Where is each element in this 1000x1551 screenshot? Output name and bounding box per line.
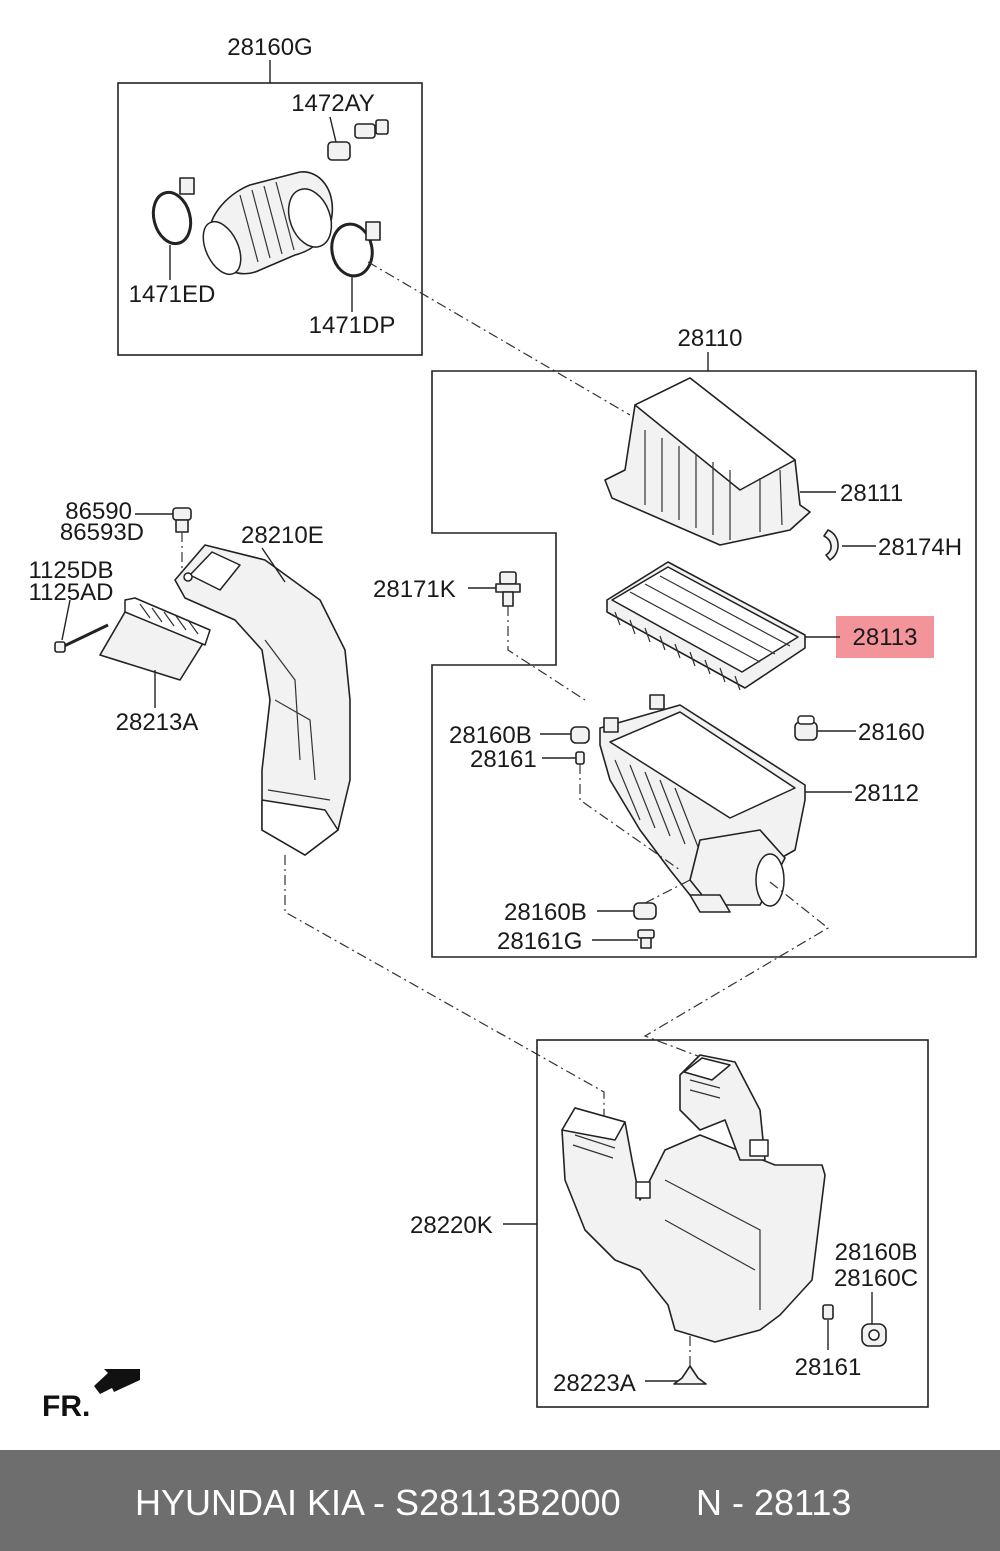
clip-28223A-icon (673, 1365, 707, 1385)
grommet-28160B-lower-icon (633, 902, 657, 920)
fitting-1472AY-icon (327, 119, 389, 161)
label-28160B-lower[interactable]: 28160B (504, 899, 587, 926)
air-filter-element-icon (606, 561, 806, 691)
parts-diagram: 28160G 1472AY 1471ED 1471DP (29, 34, 977, 1423)
label-28220K[interactable]: 28220K (410, 1212, 493, 1239)
label-28160B-resonator[interactable]: 28160B (835, 1239, 918, 1266)
label-1125AD[interactable]: 1125AD (29, 579, 114, 606)
bolt-28161G-icon (637, 929, 655, 949)
label-28213A[interactable]: 28213A (116, 709, 199, 736)
group-28220K: 28220K 28161 28160B 28160C 28223A (410, 1039, 929, 1408)
label-28160G[interactable]: 28160G (227, 34, 312, 61)
label-28160C[interactable]: 28160C (834, 1265, 918, 1292)
label-86593D[interactable]: 86593D (60, 519, 144, 546)
label-1471ED[interactable]: 1471ED (129, 281, 216, 308)
resonator-28220K-icon (561, 1054, 826, 1343)
pin-28161-icon (575, 751, 585, 765)
label-28174H[interactable]: 28174H (878, 534, 962, 561)
label-28223A[interactable]: 28223A (553, 1370, 636, 1397)
intake-hose-icon (202, 171, 334, 276)
label-28112[interactable]: 28112 (854, 780, 919, 807)
footer-bar: HYUNDAI KIA - S28113B2000 N - 28113 (0, 1450, 1000, 1551)
air-cleaner-case-icon (599, 694, 806, 913)
footer-brand-part: HYUNDAI KIA - S28113B2000 (135, 1482, 621, 1523)
footer-number: N - 28113 (696, 1482, 852, 1523)
label-28161-lower[interactable]: 28161 (795, 1354, 862, 1381)
label-28161-upper[interactable]: 28161 (470, 746, 537, 773)
label-1125DB[interactable]: 1125DB (29, 557, 114, 584)
clamp-1471ED-icon (151, 177, 195, 246)
grommet-28160B-icon (570, 726, 590, 744)
clamp-1471DP-icon (330, 221, 381, 278)
group-28160G: 28160G 1472AY 1471ED 1471DP (117, 34, 423, 356)
label-1472AY[interactable]: 1472AY (291, 90, 375, 117)
grommet-28160C-icon (861, 1323, 887, 1347)
bolt-28171K-icon (495, 571, 521, 607)
label-28171K[interactable]: 28171K (373, 576, 456, 603)
highlight-28113 (836, 616, 934, 658)
label-28210E[interactable]: 28210E (241, 522, 324, 549)
label-1471DP[interactable]: 1471DP (309, 312, 396, 339)
label-28113[interactable]: 28113 (853, 624, 918, 651)
grommet-28160-icon (794, 715, 818, 741)
pin-28161-lower-icon (822, 1304, 834, 1320)
clip-28174H-icon (823, 529, 839, 561)
group-28110: 28110 28111 28174H 28113 28171 (373, 325, 977, 958)
air-duct-28210E-icon (174, 544, 351, 856)
label-28160B-upper[interactable]: 28160B (449, 722, 532, 749)
clip-86590-icon (172, 507, 192, 533)
label-28160[interactable]: 28160 (858, 719, 925, 746)
air-guide-28213A-icon (99, 597, 211, 681)
air-cleaner-cover-icon (604, 377, 811, 546)
label-28111[interactable]: 28111 (840, 480, 903, 507)
label-28161G[interactable]: 28161G (497, 928, 582, 955)
screw-1125DB-icon (54, 623, 109, 653)
front-direction-arrow-icon (94, 1369, 140, 1394)
label-86590[interactable]: 86590 (65, 498, 132, 525)
front-label: FR. (42, 1390, 90, 1423)
label-28110[interactable]: 28110 (678, 325, 743, 352)
